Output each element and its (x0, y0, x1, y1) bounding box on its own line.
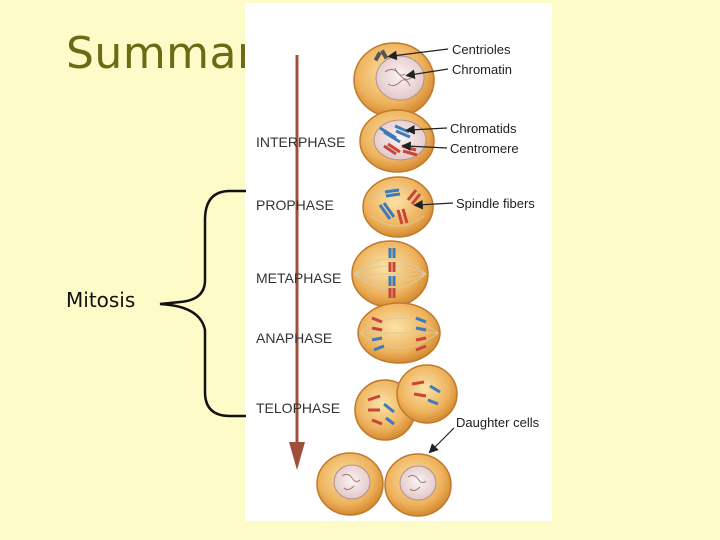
phase-label-telophase: TELOPHASE (256, 400, 341, 416)
phase-label-interphase: INTERPHASE (256, 134, 346, 150)
mitosis-label: Mitosis (66, 288, 136, 312)
metaphase-cell (351, 240, 429, 308)
callout-lines (387, 48, 455, 454)
chromatid-cell (359, 109, 435, 173)
mitosis-bracket (159, 189, 246, 418)
phase-label-metaphase: METAPHASE (256, 270, 342, 286)
daughter-cell-left (316, 452, 384, 516)
callout-spindle-fibers: Spindle fibers (456, 196, 535, 211)
callout-chromatids: Chromatids (450, 121, 517, 136)
phase-label-prophase: PROPHASE (256, 197, 334, 213)
anaphase-cell (357, 302, 441, 364)
callout-centromere: Centromere (450, 141, 519, 156)
telophase-cell (354, 364, 458, 441)
callout-chromatin: Chromatin (452, 62, 512, 77)
progression-arrow (289, 55, 305, 470)
interphase-cell (353, 42, 435, 118)
daughter-cell-right (384, 453, 452, 517)
callout-centrioles: Centrioles (452, 42, 511, 57)
prophase-cell (362, 176, 434, 238)
phase-label-anaphase: ANAPHASE (256, 330, 333, 346)
callout-daughter-cells: Daughter cells (456, 415, 540, 430)
